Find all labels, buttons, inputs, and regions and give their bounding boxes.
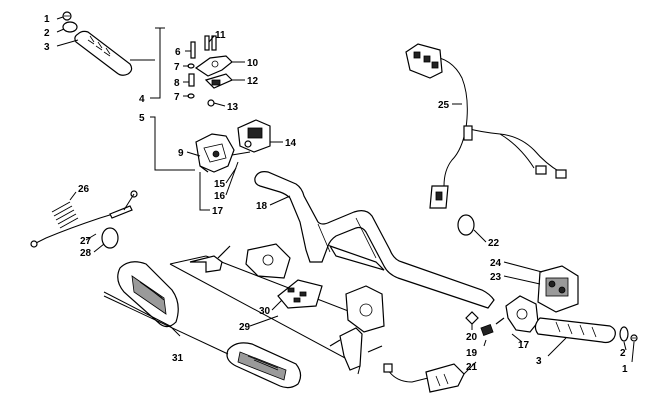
callout-26: 26 [78,184,90,195]
callout-17b: 17 [518,340,530,351]
throttle-cable-part-27 [30,190,138,248]
callout-14: 14 [285,138,297,149]
callout-10: 10 [247,58,259,69]
right-handlebar-grip [534,317,616,344]
callout-7a: 7 [174,62,180,73]
handguard-bracket-left [189,245,231,273]
throttle-lever-part-23 [505,295,539,333]
callout-15: 15 [214,179,226,190]
lever-part-10 [194,55,233,77]
callout-20: 20 [466,332,478,343]
heater-wire-part-21 [383,363,465,393]
handguard-clamp-right [345,285,385,333]
callout-23: 23 [490,272,502,283]
bracket-part-12 [204,73,234,89]
left-handlebar-grip [74,30,133,76]
clamp-part-20 [465,311,479,325]
callout-8: 8 [174,78,180,89]
right-grip-end-cap [619,326,629,342]
callout-4: 4 [139,94,145,105]
spring-part-26 [51,201,79,229]
connector-part-19 [480,324,494,336]
callout-18: 18 [256,201,268,212]
ring-part-22 [457,214,475,236]
right-grip-end-screw [630,334,638,342]
callout-2a: 2 [44,28,50,39]
callout-22: 22 [488,238,500,249]
hardware-kit-part-30 [277,279,323,309]
spring-part-8 [188,73,195,87]
handguard-bracket-right [329,327,383,371]
callout-21: 21 [466,362,478,373]
callout-1a: 1 [44,14,50,25]
ring-part-28 [101,227,119,249]
handguard-part-31-upper [117,261,179,328]
nut-part-13 [207,99,215,107]
callout-28: 28 [80,248,92,259]
callout-30: 30 [259,306,271,317]
screw-part-17b [495,317,505,325]
callout-1b: 1 [622,364,628,375]
callout-9: 9 [178,148,184,159]
callout-24: 24 [490,258,502,269]
callout-25: 25 [438,100,450,111]
callout-29: 29 [239,322,251,333]
callout-12: 12 [247,76,259,87]
callout-2b: 2 [620,348,626,359]
left-grip-end-cap [62,21,78,33]
callout-5: 5 [139,113,145,124]
pin-part-6 [190,41,196,59]
throttle-housing-part-9 [195,133,235,173]
callout-11: 11 [215,30,226,41]
callout-27: 27 [80,236,92,247]
handlebar-part-18 [254,171,495,309]
callout-17a: 17 [212,206,224,217]
callout-19: 19 [466,348,478,359]
handguard-part-31-lower [226,342,302,389]
callout-31: 31 [172,353,184,364]
callout-3b: 3 [536,356,542,367]
callout-6: 6 [175,47,181,58]
wire-harness-part-25 [405,43,567,209]
screw-part-15 [199,165,209,173]
callout-16: 16 [214,191,226,202]
switch-housing-part-24 [537,265,579,313]
left-grip-end-screw [62,11,72,21]
handguard-clamp-left [245,243,291,279]
callout-13: 13 [227,102,239,113]
control-switch-part-14 [237,119,271,153]
callout-3a: 3 [44,42,50,53]
callout-7b: 7 [174,92,180,103]
